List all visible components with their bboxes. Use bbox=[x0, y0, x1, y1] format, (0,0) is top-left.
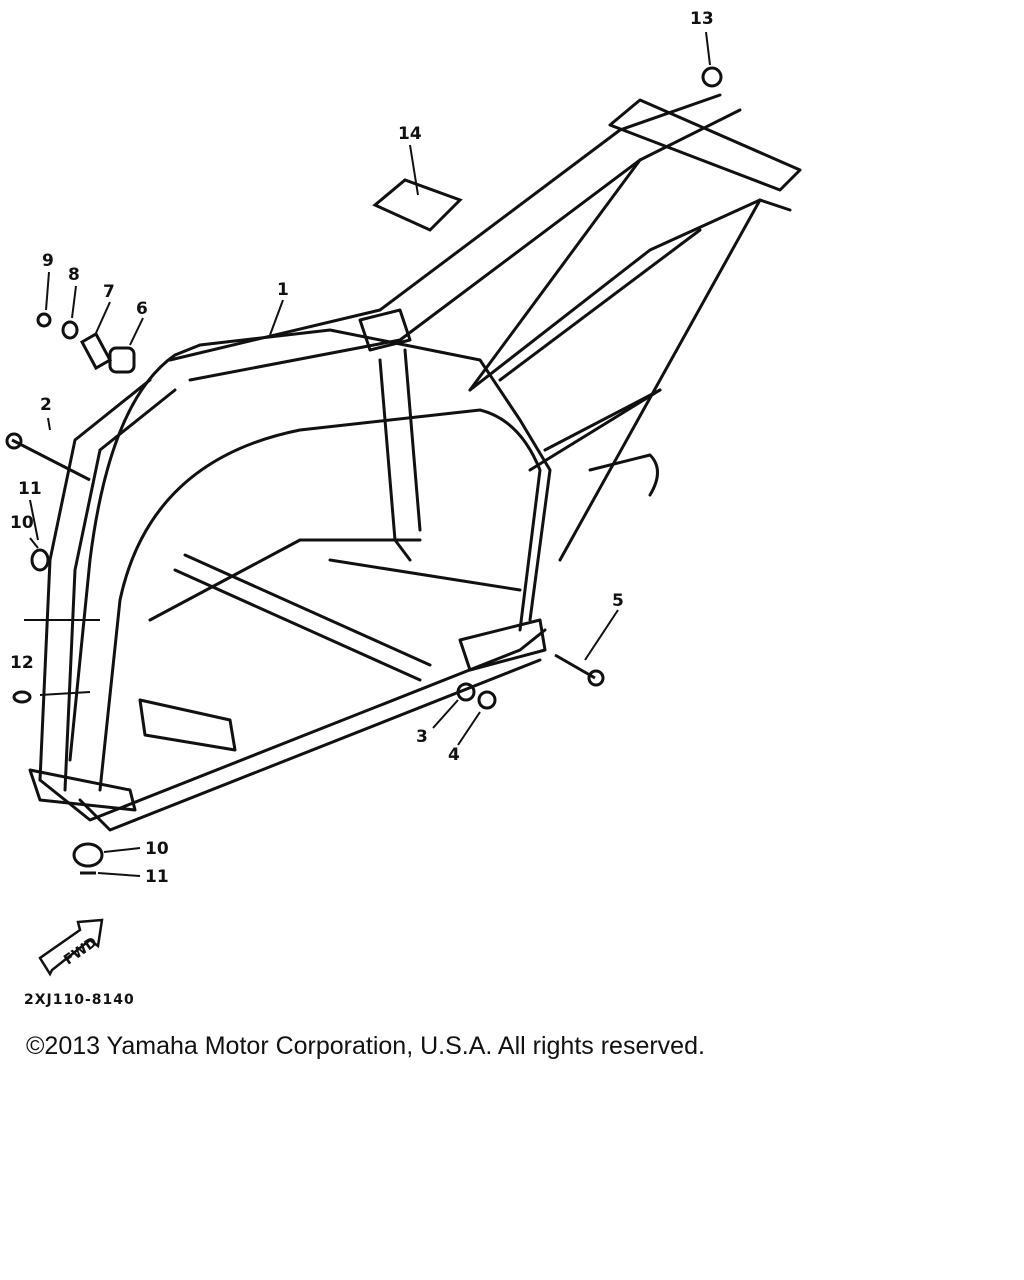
callout-5: 5 bbox=[612, 591, 624, 611]
leader-11-upper bbox=[29, 499, 39, 541]
frame-front-crossbar bbox=[28, 768, 137, 812]
part-5-bolt-head bbox=[587, 669, 605, 687]
leader-13 bbox=[705, 31, 711, 66]
frame-rail-upper-right bbox=[188, 108, 742, 382]
frame-side-rail bbox=[543, 388, 662, 452]
callout-1: 1 bbox=[277, 280, 289, 300]
frame-rear-lower-rail bbox=[468, 198, 792, 392]
frame-rear-vertical-right bbox=[558, 198, 762, 562]
callout-11-upper: 11 bbox=[18, 479, 42, 499]
part-2-bolt bbox=[11, 438, 91, 482]
leader-3 bbox=[432, 699, 459, 729]
frame-middle-crosstube bbox=[173, 568, 422, 682]
leader-8 bbox=[71, 285, 77, 319]
leader-1 bbox=[269, 299, 284, 336]
part-12-washer bbox=[12, 690, 32, 704]
part-3-washer bbox=[456, 682, 476, 702]
leader-5 bbox=[584, 609, 619, 661]
leader-12 bbox=[39, 691, 91, 696]
part-2-bolt-head bbox=[5, 432, 23, 450]
frame-rear-swing-bracket bbox=[458, 618, 547, 672]
frame-middle-crosstube-b bbox=[183, 553, 432, 667]
part-10-rubber-upper bbox=[30, 548, 50, 572]
part-7-collar bbox=[79, 331, 113, 371]
frame-center-member-b bbox=[403, 348, 422, 532]
part-6-damper bbox=[108, 346, 136, 374]
copyright-text: ©2013 Yamaha Motor Corporation, U.S.A. A… bbox=[26, 1032, 705, 1060]
callout-13: 13 bbox=[690, 9, 714, 29]
frame-lower-rail-right bbox=[78, 658, 542, 832]
callout-8: 8 bbox=[68, 265, 80, 285]
callout-3: 3 bbox=[416, 727, 428, 747]
loose-parts bbox=[5, 66, 723, 875]
leader-4 bbox=[457, 711, 481, 746]
leader-10-upper bbox=[29, 537, 39, 549]
frame-cross-diagonal bbox=[148, 538, 422, 622]
fwd-arrow-icon: FWD bbox=[38, 918, 104, 977]
part-13-grommet bbox=[701, 66, 723, 88]
frame-rear-vertical-left bbox=[468, 158, 642, 392]
frame-front-downtube-right bbox=[63, 388, 177, 792]
frame-drawing bbox=[28, 93, 802, 832]
leader-9 bbox=[45, 271, 50, 311]
frame-main-loop-outer bbox=[68, 328, 552, 762]
leader-lines bbox=[24, 31, 711, 877]
leader-7 bbox=[95, 301, 111, 334]
callout-12: 12 bbox=[10, 653, 34, 673]
callout-11-lower: 11 bbox=[145, 867, 169, 887]
part-14-plate bbox=[372, 178, 463, 232]
diagram-code: 2XJ110-8140 bbox=[24, 992, 135, 1008]
frame-lower-rail-left bbox=[38, 628, 547, 822]
leader-2 bbox=[47, 417, 51, 431]
frame-rear-crossmember bbox=[608, 98, 802, 192]
callout-4: 4 bbox=[448, 745, 460, 765]
part-8-washer bbox=[61, 320, 79, 340]
part-10-rubber-lower bbox=[72, 842, 104, 868]
part-4-nut bbox=[477, 690, 497, 710]
callout-6: 6 bbox=[136, 299, 148, 319]
leader-11-lower bbox=[97, 872, 141, 877]
callout-14: 14 bbox=[398, 124, 422, 144]
callout-9: 9 bbox=[42, 251, 54, 271]
part-9-bolt bbox=[36, 312, 52, 328]
frame-rear-diagonal bbox=[498, 228, 702, 382]
frame-engine-mount-bar bbox=[328, 558, 522, 592]
leader-10-lower bbox=[103, 847, 141, 853]
frame-front-guard-bracket bbox=[138, 698, 237, 752]
leader-14 bbox=[409, 144, 419, 196]
frame-front-downtube-left bbox=[38, 378, 152, 782]
callout-10-upper: 10 bbox=[10, 513, 34, 533]
frame-tank-bracket bbox=[358, 308, 412, 352]
frame-main-loop-inner bbox=[98, 408, 542, 792]
callout-labels: 1 2 3 4 5 6 7 8 9 10 10 11 11 12 13 14 bbox=[10, 9, 714, 887]
callout-2: 2 bbox=[40, 395, 52, 415]
part-5-bolt bbox=[554, 653, 596, 680]
frame-seat-rail bbox=[528, 388, 662, 472]
frame-footrest-bar bbox=[588, 453, 659, 497]
leader-6 bbox=[129, 317, 144, 346]
callout-10-lower: 10 bbox=[145, 839, 169, 859]
frame-center-member bbox=[378, 358, 412, 562]
callout-7: 7 bbox=[103, 282, 115, 302]
